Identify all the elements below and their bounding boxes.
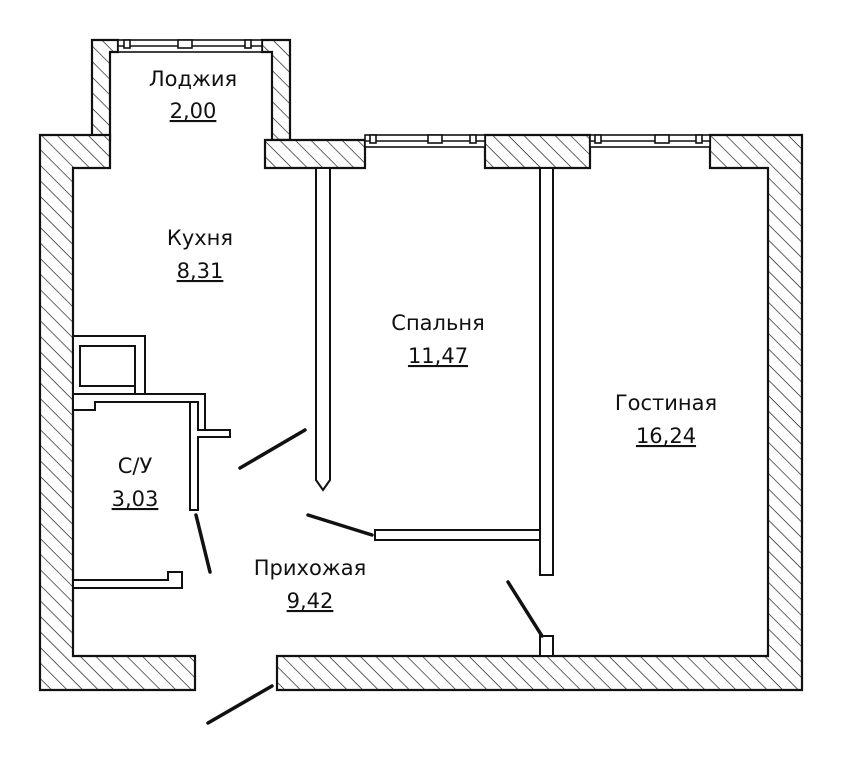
room-name-bathroom: С/У — [118, 454, 153, 478]
room-area-kitchen: 8,31 — [177, 259, 224, 283]
loggia-window — [117, 39, 263, 53]
room-area-bathroom: 3,03 — [112, 487, 159, 511]
partition-bathroom-top — [72, 393, 206, 431]
ventilation-shaft — [72, 335, 146, 395]
outer-wall-right — [275, 133, 804, 692]
room-area-bedroom: 11,47 — [408, 344, 468, 368]
door-bedroom[interactable] — [306, 513, 374, 537]
door-bathroom[interactable] — [194, 513, 212, 574]
door-living[interactable] — [506, 580, 544, 638]
room-area-living: 16,24 — [636, 424, 696, 448]
loggia-wall-left — [90, 38, 120, 142]
room-name-living: Гостиная — [615, 391, 717, 415]
door-entrance[interactable] — [206, 684, 274, 725]
living-window — [589, 134, 711, 148]
door-kitchen[interactable] — [238, 428, 307, 470]
partition-hall-living — [539, 635, 554, 657]
bedroom-window — [364, 134, 486, 148]
partition-bedroom-bottom — [374, 529, 541, 541]
room-area-loggia: 2,00 — [170, 99, 217, 123]
outer-wall-top-left — [38, 133, 197, 692]
loggia-wall-right — [260, 38, 292, 142]
room-name-hallway: Прихожая — [254, 556, 366, 580]
partition-kitchen-bedroom — [315, 167, 331, 492]
partition-bathroom-right — [189, 401, 231, 511]
room-area-hallway: 9,42 — [287, 589, 334, 613]
room-name-bedroom: Спальня — [391, 311, 484, 335]
room-name-kitchen: Кухня — [167, 226, 233, 250]
partition-bathroom-bottom — [72, 571, 183, 589]
room-name-loggia: Лоджия — [149, 67, 237, 91]
outer-wall-top-center — [483, 133, 592, 170]
partition-bedroom-living — [539, 167, 554, 576]
outer-wall-top-middle — [263, 138, 367, 170]
